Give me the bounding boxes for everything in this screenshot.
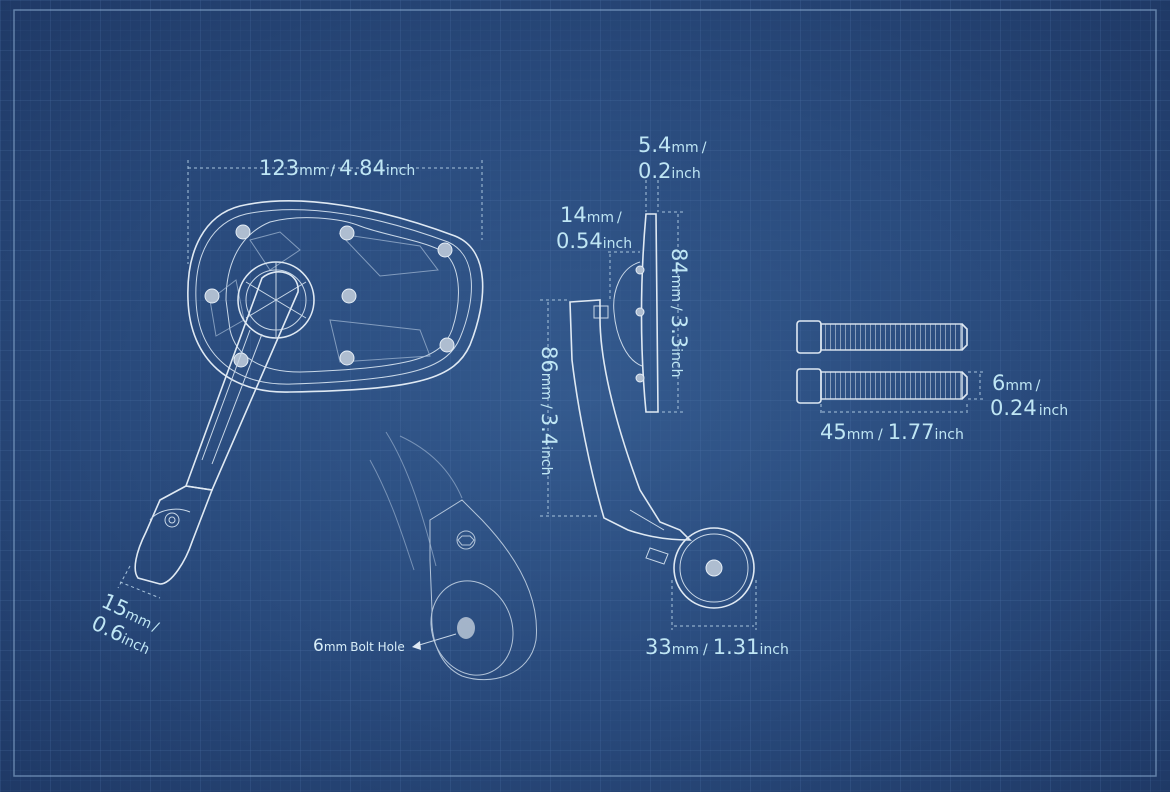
dim-bolt-length: 45mm/1.77inch (820, 404, 968, 444)
label-mirror-thickness-inch: 0.2inch (638, 159, 701, 183)
label-mirror-width: 123mm/4.84inch (259, 156, 415, 180)
dim-mirror-width: 123mm/4.84inch (187, 156, 483, 264)
dim-mirror-thickness: 5.4mm/ 0.2inch (638, 133, 707, 212)
dim-clamp-diameter: 33mm/1.31inch (645, 580, 789, 659)
label-mirror-thickness-mm: 5.4mm/ (638, 133, 707, 157)
label-mirror-height: 84mm/3.3inch (667, 248, 691, 377)
dim-mount-depth: 14mm/ 0.54inch (556, 203, 640, 300)
clamp-detail-view (369, 431, 538, 681)
bolt-top (796, 320, 968, 354)
bolt-bottom (796, 368, 968, 404)
label-mount-depth-inch: 0.54inch (556, 229, 632, 253)
dim-arm-height: 86mm/3.4inch (537, 299, 600, 517)
label-clamp-diameter: 33mm/1.31inch (645, 635, 789, 659)
mirror-front-view (134, 200, 484, 585)
dim-mirror-height: 84mm/3.3inch (662, 211, 691, 413)
label-mount-depth-mm: 14mm/ (560, 203, 622, 227)
mirror-side-view (569, 213, 755, 609)
label-bolt-length: 45mm/1.77inch (820, 420, 964, 444)
label-arm-height: 86mm/3.4inch (537, 346, 561, 475)
label-bolt-diameter-mm: 6mm/ (992, 371, 1041, 395)
border-frame (13, 9, 1157, 777)
